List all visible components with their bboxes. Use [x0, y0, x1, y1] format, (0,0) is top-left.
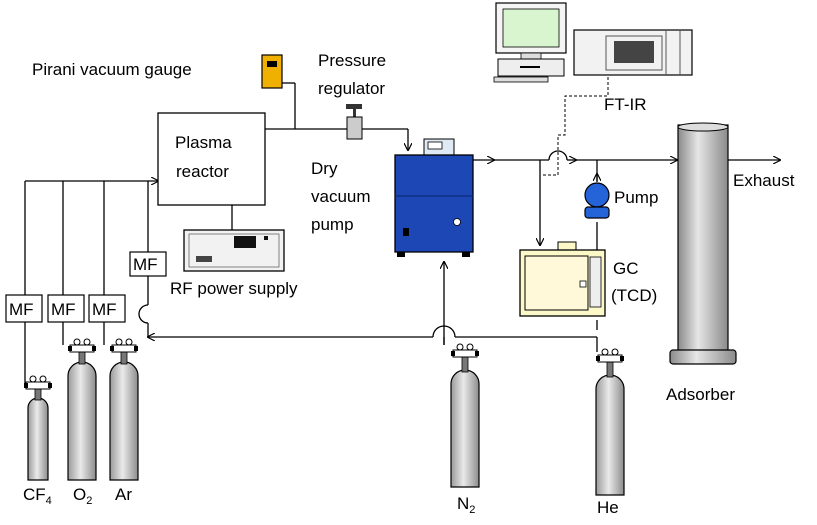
dry-vacuum-pump [394, 138, 474, 257]
pressure-regulator-label-1: Pressure [318, 51, 386, 70]
mass-flow-controller-cf4: MF [5, 294, 43, 323]
gas-cylinder-ar [109, 338, 139, 481]
sampling-pump [584, 182, 610, 219]
gas-cylinder-label-cf4: CF4 [23, 485, 52, 507]
gas-chromatograph [519, 241, 606, 317]
gas-cylinder-he [595, 348, 625, 496]
adsorber-label: Adsorber [666, 385, 735, 404]
gas-cylinder-label-he: He [597, 498, 619, 517]
gas-cylinder-labels: CF4 O2 Ar N2 He [23, 485, 619, 517]
exhaust-label: Exhaust [733, 171, 795, 190]
ftir-spectrometer [573, 29, 693, 76]
gas-cylinder-o2 [67, 338, 97, 481]
plasma-reactor [157, 112, 266, 206]
gas-cylinder-label-o2: O2 [73, 485, 92, 507]
mass-flow-controller-ar: MF [88, 294, 126, 323]
pirani-gauge-label: Pirani vacuum gauge [32, 60, 192, 79]
svg-text:MF: MF [133, 255, 158, 274]
dry-pump-label-1: Dry [311, 159, 338, 178]
gc-label-1: GC [613, 259, 639, 278]
gas-cylinder-cf4 [24, 375, 52, 481]
plasma-reactor-label-2: reactor [176, 162, 229, 181]
mass-flow-controller-return: MF [129, 251, 167, 277]
svg-text:MF: MF [92, 300, 117, 319]
ftir-sample-line [542, 77, 609, 176]
svg-text:MF: MF [51, 300, 76, 319]
ftir-computer [493, 2, 603, 83]
gas-cylinder-label-ar: Ar [115, 485, 132, 504]
pirani-gauge [261, 54, 283, 89]
gas-cylinder-label-n2: N2 [457, 494, 475, 516]
gas-cylinder-n2 [450, 343, 480, 488]
dry-pump-label-2: vacuum [311, 187, 371, 206]
adsorber-column [669, 122, 737, 365]
pump-label: Pump [614, 188, 658, 207]
rf-power-supply [183, 229, 285, 272]
gc-label-2: (TCD) [611, 286, 657, 305]
piping [24, 82, 780, 385]
pressure-regulator-label-2: regulator [318, 79, 385, 98]
gas-cylinders [24, 338, 625, 496]
rf-power-supply-label: RF power supply [170, 279, 298, 298]
svg-text:MF: MF [9, 300, 34, 319]
plasma-reactor-label-1: Plasma [175, 133, 232, 152]
pressure-regulator [346, 104, 363, 140]
ftir-label: FT-IR [604, 95, 647, 114]
mass-flow-controller-o2: MF [47, 294, 85, 323]
dry-pump-label-3: pump [311, 215, 354, 234]
